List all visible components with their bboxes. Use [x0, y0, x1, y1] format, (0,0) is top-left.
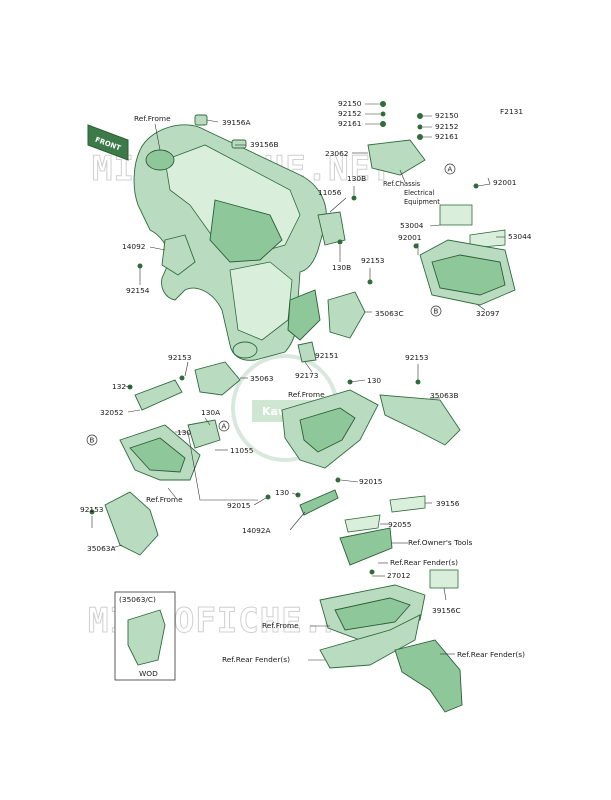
figure-code: F2131 — [500, 107, 523, 116]
marker-a-mid: A — [222, 423, 227, 431]
label-ref-chassis-2: Electrical — [404, 189, 434, 197]
label-35063B: 35063B — [430, 391, 459, 400]
label-130B-b: 130B — [332, 263, 351, 272]
label-ref-rear-fender-c: Ref.Rear Fender(s) — [457, 650, 525, 659]
label-11056: 11056 — [318, 188, 342, 197]
callout-labels: Ref.Frome 39156A 39156B 92150 92152 9216… — [80, 99, 532, 664]
rear-fender-assembly — [319, 584, 463, 713]
label-92153-b: 92153 — [168, 353, 192, 362]
marker-a-top: A — [448, 166, 453, 174]
label-130A: 130A — [201, 408, 220, 417]
label-35063C: 35063C — [375, 309, 404, 318]
label-132: 132 — [112, 382, 126, 391]
label-130-a: 130 — [367, 376, 381, 385]
label-39156: 39156 — [436, 499, 460, 508]
label-27012: 27012 — [387, 571, 411, 580]
label-92152-left: 92152 — [338, 109, 362, 118]
bracket-35063 — [179, 361, 241, 396]
label-39156C: 39156C — [432, 606, 461, 615]
label-ref-rear-fender-b: Ref.Rear Fender(s) — [222, 655, 290, 664]
inset-title: (35063/C) — [119, 595, 156, 604]
label-53044: 53044 — [508, 232, 532, 241]
label-92161-left: 92161 — [338, 119, 362, 128]
leader-lines — [91, 103, 505, 661]
front-arrow-icon: FRONT — [87, 124, 129, 161]
left-footrest-bracket — [89, 379, 221, 556]
main-frame — [133, 124, 327, 361]
label-14092A: 14092A — [242, 526, 271, 535]
label-35063: 35063 — [250, 374, 274, 383]
label-92151: 92151 — [315, 351, 339, 360]
label-ref-frame-bottom: Ref.Frome — [262, 621, 299, 630]
label-92153-c: 92153 — [405, 353, 429, 362]
lower-center-parts — [265, 477, 459, 589]
top-small-parts — [137, 101, 426, 276]
label-32097: 32097 — [476, 309, 500, 318]
label-ref-frame-top: Ref.Frome — [134, 114, 171, 123]
inset-caption: WOD — [139, 669, 158, 678]
label-130B-a: 130B — [347, 174, 366, 183]
label-92154: 92154 — [126, 286, 150, 295]
label-ref-frame-mid: Ref.Frome — [288, 390, 325, 399]
label-ref-chassis-1: Ref.Chassis — [383, 180, 421, 188]
label-92153-d: 92153 — [80, 505, 104, 514]
label-130-c: 130 — [275, 488, 289, 497]
label-92055: 92055 — [388, 520, 412, 529]
label-ref-chassis-3: Equipment — [404, 198, 440, 206]
right-mid-brackets — [297, 279, 373, 363]
label-92015-b: 92015 — [359, 477, 383, 486]
label-92161-right: 92161 — [435, 132, 459, 141]
label-92152-right: 92152 — [435, 122, 459, 131]
label-39156B: 39156B — [250, 140, 279, 149]
label-92015-a: 92015 — [227, 501, 251, 510]
label-ref-rear-fender-a: Ref.Rear Fender(s) — [390, 558, 458, 567]
seat-rail-bracket — [281, 379, 379, 469]
label-32052: 32052 — [100, 408, 124, 417]
bracket-35063B — [379, 379, 461, 446]
label-92173: 92173 — [295, 371, 319, 380]
inset-box: (35063/C) WOD — [114, 591, 176, 681]
label-130-b: 130 — [177, 428, 191, 437]
label-ref-frame-low: Ref.Frome — [146, 495, 183, 504]
label-39156A: 39156A — [222, 118, 251, 127]
marker-b-left: B — [90, 437, 95, 445]
label-14092: 14092 — [122, 242, 146, 251]
label-92001-a: 92001 — [493, 178, 517, 187]
label-ref-owners-tools: Ref.Owner's Tools — [408, 538, 472, 547]
label-92001-b: 92001 — [398, 233, 422, 242]
label-35063A: 35063A — [87, 544, 116, 553]
electrical-tray — [413, 183, 516, 306]
label-92150-right: 92150 — [435, 111, 459, 120]
label-53004: 53004 — [400, 221, 424, 230]
circle-markers: A B A B — [86, 163, 456, 446]
marker-b-right: B — [434, 308, 439, 316]
label-92150-left: 92150 — [338, 99, 362, 108]
label-92153-a: 92153 — [361, 256, 385, 265]
label-11055: 11055 — [230, 446, 254, 455]
label-23062: 23062 — [325, 149, 349, 158]
